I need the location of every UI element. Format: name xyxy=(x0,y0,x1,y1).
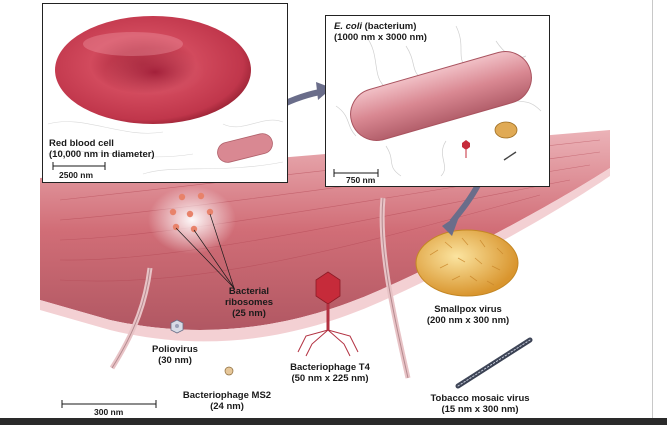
main-scale-bar xyxy=(61,400,157,408)
smallpox-virus xyxy=(415,229,519,297)
small-ecoli xyxy=(217,133,273,163)
page-edge-rule xyxy=(652,0,653,418)
small-phage xyxy=(462,140,470,158)
ecoli-label: E. coli (bacterium) (1000 nm x 3000 nm) xyxy=(334,21,427,43)
ecoli-scale-label: 750 nm xyxy=(346,175,376,185)
ribosome xyxy=(190,225,198,233)
ribosomes-label: Bacterial ribosomes (25 nm) xyxy=(224,286,274,319)
ecoli-scale-bar xyxy=(333,169,379,177)
rbc-scale-bar xyxy=(52,162,106,170)
small-smallpox xyxy=(494,121,518,139)
main-scale-label: 300 nm xyxy=(94,407,124,417)
ribosome xyxy=(172,223,180,231)
poliovirus-label: Poliovirus (30 nm) xyxy=(152,344,198,366)
ms2-label: Bacteriophage MS2 (24 nm) xyxy=(182,390,272,412)
ecoli-inset-panel: E. coli (bacterium) (1000 nm x 3000 nm) … xyxy=(325,15,550,187)
rbc-scale-label: 2500 nm xyxy=(59,170,94,180)
bottom-bar xyxy=(0,418,667,425)
t4-label: Bacteriophage T4 (50 nm x 225 nm) xyxy=(290,362,370,384)
ribosome-glow xyxy=(148,186,236,289)
ecoli-illustration xyxy=(333,25,542,177)
ribosome xyxy=(169,208,177,216)
rbc-inset-panel: Red blood cell (10,000 nm in diameter) 2… xyxy=(42,3,288,183)
ribosome xyxy=(206,208,214,216)
poliovirus xyxy=(170,319,184,334)
ribosome xyxy=(178,193,186,201)
ribosome xyxy=(186,210,194,218)
arrow-head xyxy=(442,214,460,236)
tobacco-mosaic-virus xyxy=(455,337,533,389)
bacteriophage-ms2 xyxy=(224,366,234,376)
smallpox-label: Smallpox virus (200 nm x 300 nm) xyxy=(426,304,510,326)
ribosome xyxy=(197,192,205,200)
ecoli-body xyxy=(350,51,532,141)
small-tmv xyxy=(503,151,517,161)
rbc-label: Red blood cell (10,000 nm in diameter) xyxy=(49,138,155,160)
tmv-label: Tobacco mosaic virus (15 nm x 300 nm) xyxy=(430,393,530,415)
red-blood-cell-illustration xyxy=(47,16,284,175)
bacteriophage-t4 xyxy=(297,271,359,357)
